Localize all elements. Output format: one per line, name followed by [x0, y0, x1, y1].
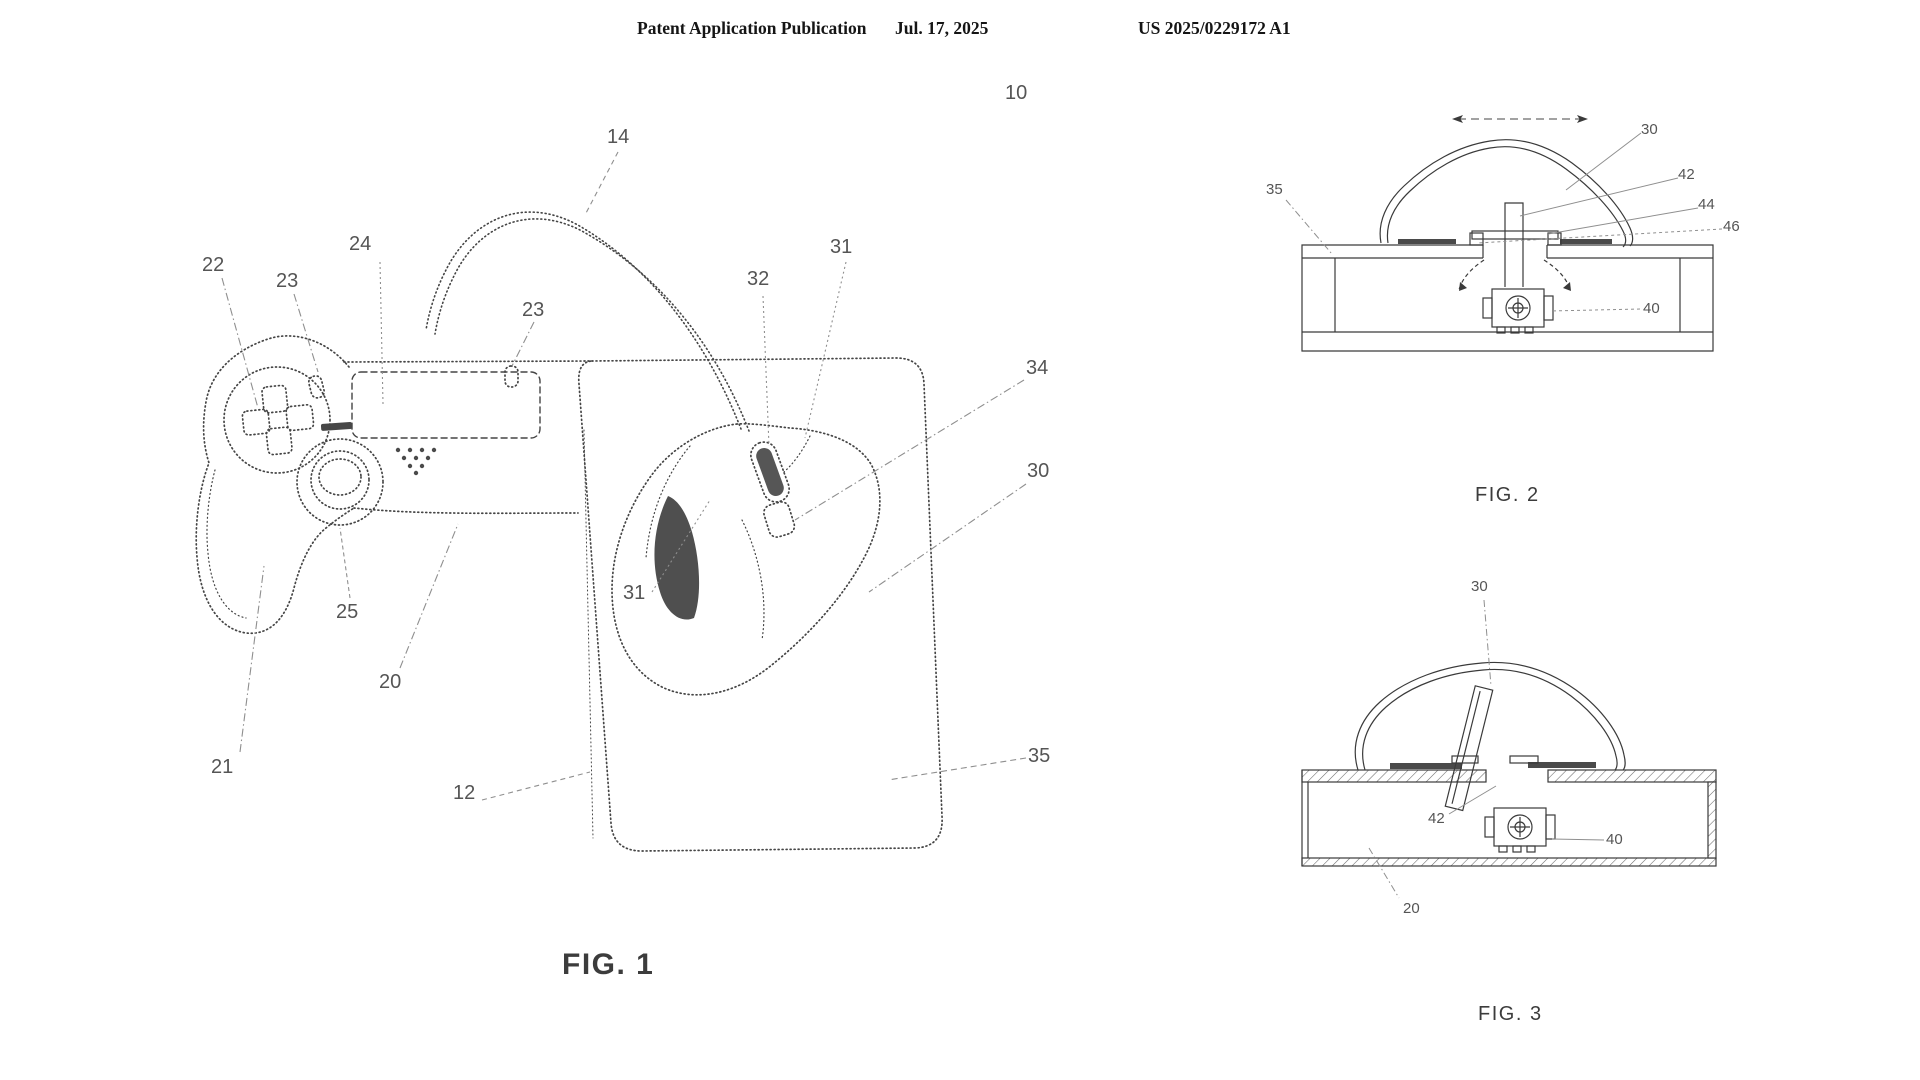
fig1-ref-25: 25	[336, 601, 359, 623]
dpad-drawing	[241, 384, 315, 456]
thumb-grip-drawing	[654, 496, 700, 620]
fig1-ref-22: 22	[202, 254, 225, 276]
fig3-mouse-shell	[1354, 661, 1626, 771]
leader-line	[239, 565, 265, 753]
leader-line	[868, 483, 1027, 593]
share-button-drawing	[307, 375, 326, 399]
mousepad-drawing	[577, 357, 943, 852]
fig3-caption: FIG. 3	[1478, 1003, 1543, 1025]
fig2-ref-46: 46	[1723, 218, 1740, 235]
fig1-ref-20: 20	[379, 671, 402, 693]
leader-line	[1368, 847, 1400, 899]
fig1-ref-31-bottom: 31	[623, 582, 646, 604]
fig2-flange	[1471, 230, 1559, 240]
leader-line	[651, 499, 711, 593]
scroll-wheel-drawing	[756, 448, 784, 496]
leader-line	[584, 151, 619, 216]
fig2-ref-40: 40	[1643, 300, 1660, 317]
fig3-leader-lines	[1368, 599, 1605, 899]
fig2-drawing	[1285, 115, 1723, 352]
scroll-wheel-slot-drawing	[749, 441, 791, 503]
header-publication-date: Jul. 17, 2025	[895, 18, 989, 38]
leader-line	[481, 771, 591, 801]
header-publication-title: Patent Application Publication	[637, 18, 867, 38]
mouse-button-drawing	[763, 501, 796, 538]
fig2-ref-35: 35	[1266, 181, 1283, 198]
leader-line	[1483, 599, 1492, 687]
fig1-ref-23-right: 23	[522, 299, 545, 321]
fig3-ref-30: 30	[1471, 578, 1488, 595]
fig1-ref-32: 32	[747, 268, 770, 290]
leader-line	[1448, 785, 1497, 815]
fig1-ref-30: 30	[1027, 460, 1050, 482]
mouse-drawing	[611, 422, 881, 696]
leader-line	[1285, 199, 1333, 255]
fig1-ref-24: 24	[349, 233, 372, 255]
fig2-joystick	[1482, 288, 1554, 334]
leader-line	[887, 757, 1027, 781]
options-button-drawing	[504, 365, 519, 388]
adapter-mount-drawing	[320, 360, 593, 515]
leader-line	[1519, 177, 1679, 217]
fig1-ref-12: 12	[453, 782, 476, 804]
speaker-holes-drawing	[395, 447, 437, 476]
leader-line	[511, 321, 535, 367]
controller-drawing	[195, 335, 519, 634]
leader-line	[379, 261, 384, 405]
leader-line	[1549, 308, 1641, 312]
touch-plate-drawing	[351, 371, 541, 439]
leader-line	[1477, 228, 1723, 244]
leader-line	[1551, 838, 1605, 841]
fig1-drawing	[195, 151, 1027, 852]
leader-line	[339, 527, 351, 599]
fig2-motion-arrow	[1452, 115, 1588, 123]
fig3-ref-42: 42	[1428, 810, 1445, 827]
leader-line	[399, 523, 459, 669]
fig3-stem	[1444, 685, 1494, 812]
fig1-caption: FIG. 1	[562, 948, 655, 981]
cable-drawing	[425, 211, 750, 432]
analog-stick-drawing	[296, 438, 384, 526]
fig2-tilt-arrows	[1458, 259, 1571, 291]
leader-line	[794, 379, 1025, 521]
fig2-stem	[1471, 202, 1559, 287]
fig1-leader-lines	[221, 151, 1027, 801]
fig3-ref-20: 20	[1403, 900, 1420, 917]
fig1-ref-21: 21	[211, 756, 234, 778]
fig2-base-box	[1301, 232, 1714, 352]
fig2-ref-30: 30	[1641, 121, 1658, 138]
fig3-ref-40: 40	[1606, 831, 1623, 848]
fig1-ref-34: 34	[1026, 357, 1049, 379]
leader-line	[804, 261, 847, 439]
fig1-ref-35: 35	[1028, 745, 1051, 767]
leader-line	[1547, 207, 1699, 235]
fig1-ref-14: 14	[607, 126, 630, 148]
fig1-ref-10: 10	[1005, 82, 1028, 104]
fig2-leader-lines	[1285, 132, 1723, 312]
fig3-joystick	[1484, 807, 1556, 853]
fig1-ref-23-left: 23	[276, 270, 299, 292]
fig1-ref-31-top: 31	[830, 236, 853, 258]
fig2-caption: FIG. 2	[1475, 484, 1540, 506]
header-document-number: US 2025/0229172 A1	[1138, 18, 1291, 38]
fig2-mouse-shell	[1379, 139, 1634, 248]
leader-line	[293, 293, 319, 373]
fig2-ref-42: 42	[1678, 166, 1695, 183]
fig3-base-box	[1301, 769, 1717, 867]
leader-line	[1565, 132, 1642, 191]
leader-line	[762, 295, 770, 447]
fig2-ref-44: 44	[1698, 196, 1715, 213]
fig3-drawing	[1301, 599, 1717, 899]
leader-line	[221, 277, 259, 409]
